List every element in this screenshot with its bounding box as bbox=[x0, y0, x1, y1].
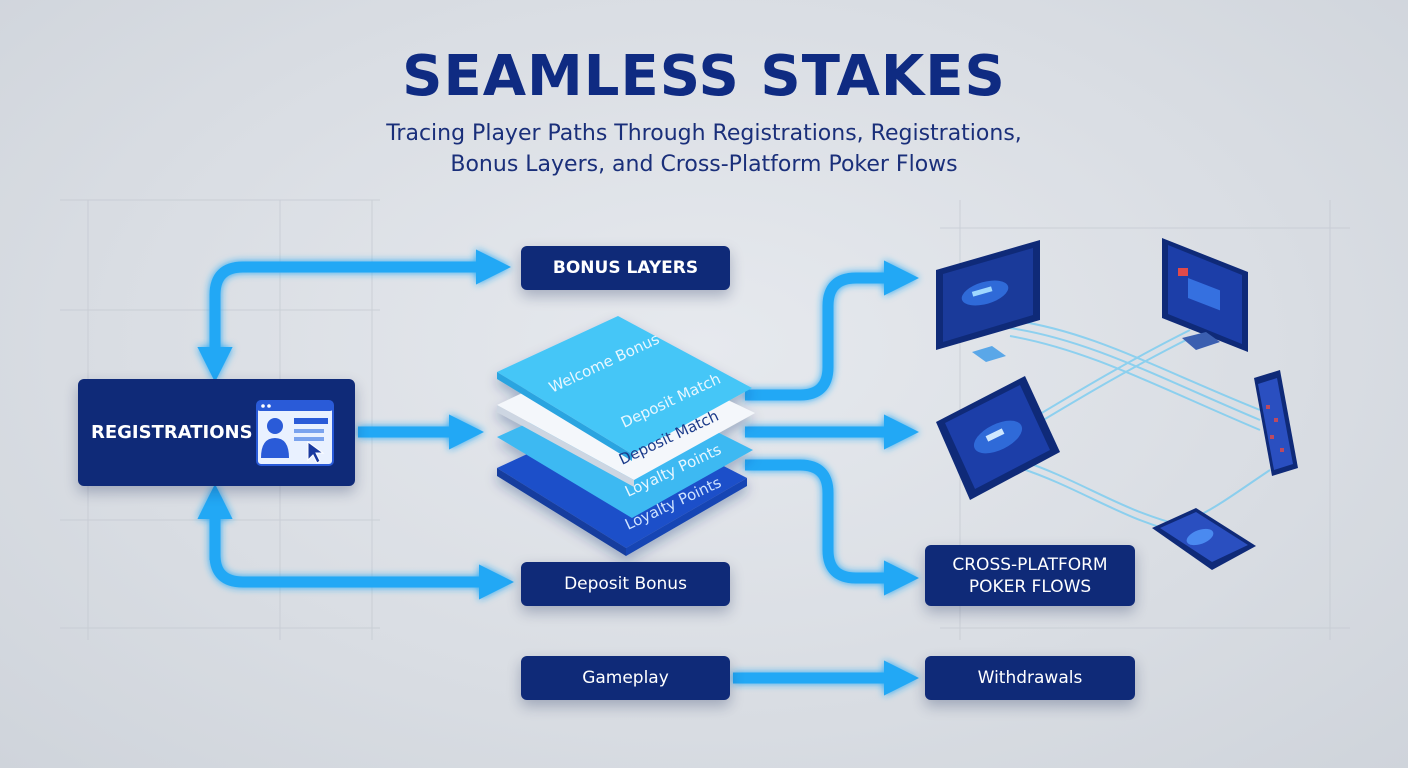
deposit-bonus-node: Deposit Bonus bbox=[521, 562, 730, 606]
subtitle-line-2: Bonus Layers, and Cross-Platform Poker F… bbox=[450, 152, 958, 177]
registrations-label: REGISTRATIONS bbox=[91, 421, 253, 443]
cross-platform-label-line-2: POKER FLOWS bbox=[968, 576, 1092, 597]
page-subtitle: Tracing Player Paths Through Registratio… bbox=[0, 118, 1408, 180]
monitor-icon bbox=[1162, 238, 1248, 352]
smartphone-icon bbox=[1254, 370, 1298, 476]
gameplay-label: Gameplay bbox=[582, 668, 669, 688]
cross-platform-node: CROSS-PLATFORM POKER FLOWS bbox=[925, 545, 1135, 606]
arrow-layers-to-desktop bbox=[745, 260, 920, 401]
layer-welcome-bonus bbox=[497, 316, 752, 454]
cross-platform-label-line-1: CROSS-PLATFORM bbox=[952, 554, 1108, 575]
page-title: SEAMLESS STAKES bbox=[402, 44, 1006, 109]
bonus-layers-label: BONUS LAYERS bbox=[552, 258, 699, 278]
arrow-layers-to-cross bbox=[745, 459, 920, 596]
deposit-bonus-label: Deposit Bonus bbox=[564, 574, 687, 594]
withdrawals-label: Withdrawals bbox=[977, 668, 1083, 688]
desktop-monitor-icon bbox=[936, 240, 1040, 362]
withdrawals-node: Withdrawals bbox=[925, 656, 1135, 700]
gameplay-node: Gameplay bbox=[521, 656, 730, 700]
bonus-layers-node: BONUS LAYERS bbox=[521, 246, 730, 290]
arrow-loop-to-bonus bbox=[209, 249, 512, 345]
subtitle-line-1: Tracing Player Paths Through Registratio… bbox=[386, 121, 1022, 146]
phone-icon bbox=[1152, 508, 1256, 570]
tablet-icon bbox=[936, 376, 1060, 500]
user-profile-window-icon bbox=[256, 400, 334, 466]
